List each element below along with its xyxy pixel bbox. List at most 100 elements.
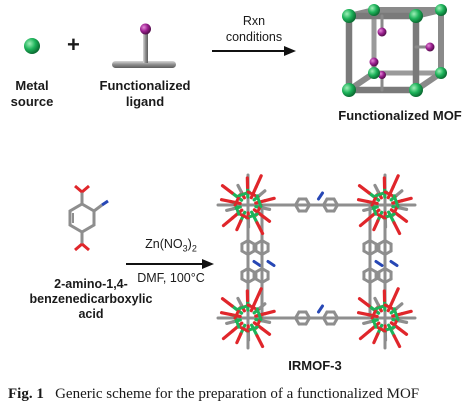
cluster-bond <box>255 334 265 349</box>
cluster-bond <box>372 219 380 232</box>
cluster-bond <box>400 196 413 203</box>
cluster-bond <box>391 287 400 302</box>
cluster-bond <box>230 191 244 202</box>
cluster-bond <box>219 311 233 317</box>
cluster-bond <box>356 311 370 317</box>
bottom-solvent-label: DMF, 100°C <box>137 271 205 285</box>
conditions-line1: Rxn <box>242 14 266 28</box>
reaction-conditions-label: Rxn conditions <box>210 13 298 45</box>
cluster-bond <box>261 319 272 324</box>
aminoterephthalic-acid-structure <box>68 184 109 252</box>
cluster-bond <box>357 297 371 308</box>
cluster-bond <box>254 174 263 189</box>
conditions-line2: conditions <box>225 30 283 44</box>
amino-group <box>266 260 276 267</box>
cluster-bond <box>260 213 272 223</box>
cluster-bond <box>394 189 404 197</box>
plus-sign: + <box>67 32 80 57</box>
cluster-bond <box>220 184 234 195</box>
cluster-bond <box>257 302 267 310</box>
reagent-close: ) <box>187 237 192 251</box>
cluster-bond <box>392 334 402 349</box>
bottom-reagent-label: Zn(NO3)2 <box>126 236 216 257</box>
metal-source-label-line2: source <box>10 94 54 109</box>
cluster-bond <box>358 216 372 228</box>
ligand-label: Functionalized ligand <box>92 78 198 110</box>
cluster-bond <box>387 323 396 338</box>
cluster-bond <box>362 207 373 213</box>
top-reaction-arrow <box>212 46 296 56</box>
cluster-bond <box>367 304 381 315</box>
ligand-label-line2: ligand <box>125 94 165 109</box>
cluster-bond <box>392 307 400 321</box>
functionalized-mof-label: Functionalized MOF <box>338 108 462 123</box>
cluster-bond <box>255 307 263 321</box>
cluster-bond <box>394 302 404 310</box>
cluster-bond <box>372 332 380 345</box>
metal-source-label: Metal source <box>0 78 64 110</box>
figure-caption: Fig. 1 Generic scheme for the preparatio… <box>8 386 419 403</box>
benzene-ring-bond <box>332 310 339 320</box>
cluster-bond <box>250 210 259 225</box>
cluster-bond <box>235 219 243 232</box>
cluster-bond <box>220 297 234 308</box>
cluster-bond <box>261 206 272 211</box>
cluster-bond <box>263 309 276 316</box>
cluster-bond <box>255 194 263 208</box>
cluster-bond <box>221 216 235 228</box>
cluster-bond <box>263 196 276 203</box>
cluster-bond <box>260 326 272 336</box>
figure-caption-text: Generic scheme for the preparation of a … <box>55 386 420 402</box>
benzene-ring-bond <box>304 197 311 207</box>
ligand-name-line2: benzenedicarboxylic <box>29 292 153 306</box>
amino-group <box>317 191 324 201</box>
metal-source-label-line1: Metal <box>15 78 49 93</box>
benzene-ring-bond <box>332 197 339 207</box>
cluster-bond <box>249 298 258 313</box>
cluster-bond <box>236 296 243 307</box>
cluster-bond <box>257 189 267 197</box>
cluster-bond <box>255 221 265 236</box>
reagent-text: Zn(NO <box>145 237 183 251</box>
figure-number: Fig. 1 <box>8 386 44 402</box>
amino-group <box>389 260 399 267</box>
cluster-bond <box>250 323 259 338</box>
reagent-sub-3: 3 <box>182 243 188 254</box>
amino-group <box>317 304 324 314</box>
cluster-bond <box>356 198 370 204</box>
irmof-3-label: IRMOF-3 <box>288 358 342 373</box>
cluster-bond <box>230 304 244 315</box>
cluster-bond <box>397 213 409 223</box>
top-scheme <box>24 4 447 97</box>
functionalized-mof-cube <box>342 4 447 97</box>
cluster-bond <box>398 206 409 211</box>
amino-group <box>252 260 262 267</box>
cluster-bond <box>235 332 243 345</box>
cluster-bond <box>392 194 400 208</box>
benzene-ring-bond <box>304 310 311 320</box>
cluster-bond <box>254 287 263 302</box>
cluster-bond <box>249 185 258 200</box>
cluster-bond <box>400 309 413 316</box>
cluster-bond <box>386 185 395 200</box>
cluster-bond <box>219 198 233 204</box>
ligand-name-line1: 2-amino-1,4- <box>54 277 128 291</box>
cluster-bond <box>392 221 402 236</box>
ligand-name-label: 2-amino-1,4- benzenedicarboxylic acid <box>26 277 156 322</box>
cluster-bond <box>386 298 395 313</box>
ligand-name-line3: acid <box>78 307 104 321</box>
cluster-bond <box>221 329 235 341</box>
cluster-bond <box>373 183 380 194</box>
metal-source-sphere <box>24 38 40 54</box>
cluster-bond <box>397 326 409 336</box>
cluster-bond <box>373 296 380 307</box>
cluster-bond <box>391 174 400 189</box>
cluster-bond <box>398 319 409 324</box>
cluster-bond <box>362 320 373 326</box>
cluster-bond <box>236 183 243 194</box>
cluster-bond <box>357 184 371 195</box>
cluster-bond <box>225 207 236 213</box>
functionalized-ligand-model <box>112 23 176 68</box>
ligand-label-line1: Functionalized <box>99 78 191 93</box>
